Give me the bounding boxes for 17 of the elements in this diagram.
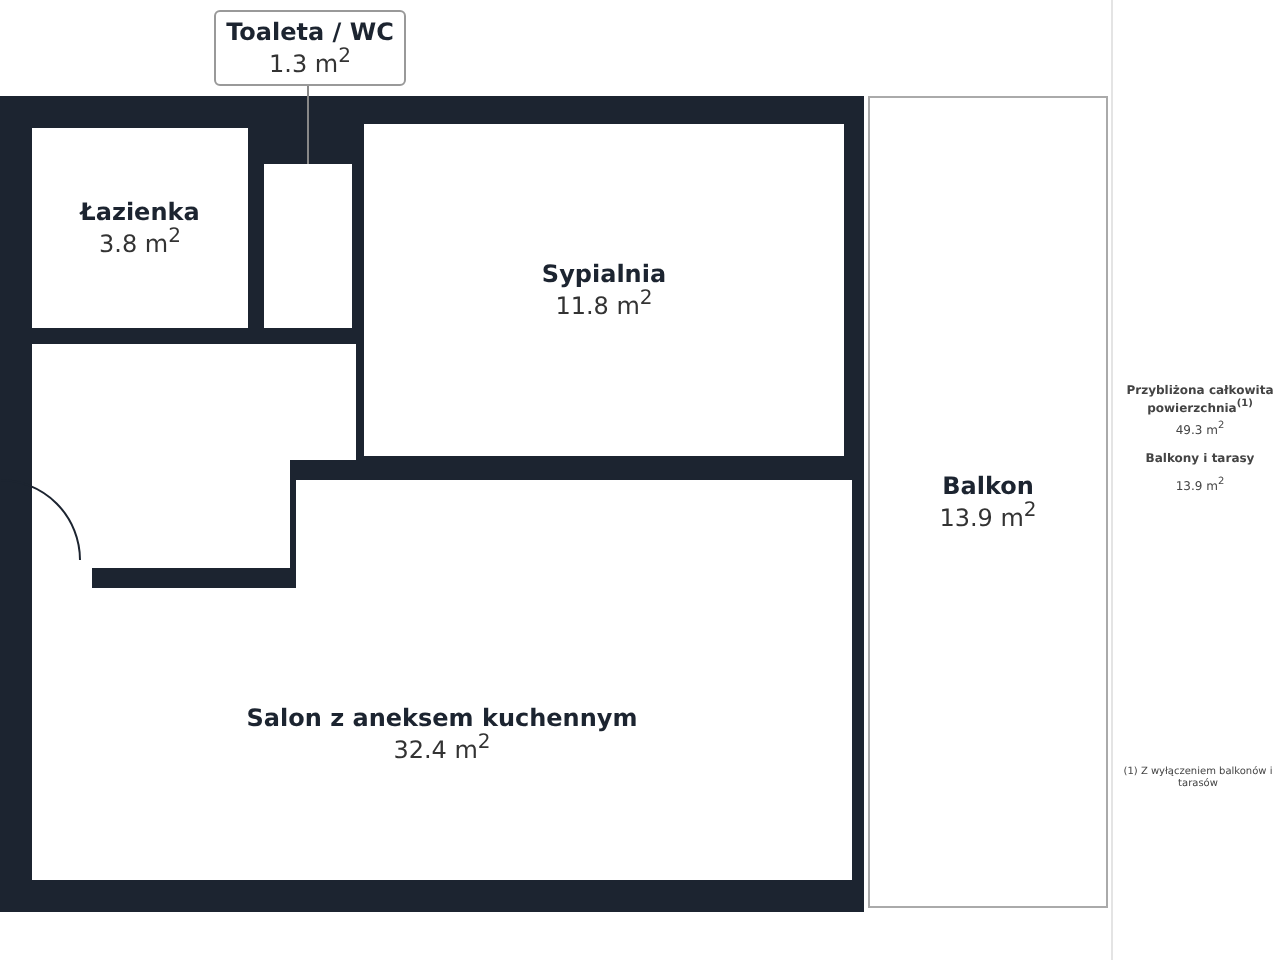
room-name: Sypialnia — [541, 260, 667, 288]
balcony — [868, 96, 1108, 908]
leader-line — [307, 85, 309, 165]
callout-area: 1.3 m$^{2}$ — [269, 46, 351, 78]
room-area: 3.8 m$^{2}$ — [99, 226, 181, 258]
room — [364, 124, 844, 456]
callout-title: Toaleta / WC — [226, 18, 394, 46]
room-name: Balkon — [942, 472, 1034, 500]
room — [32, 128, 248, 328]
room-name: Łazienka — [80, 198, 200, 226]
callout-box — [214, 10, 406, 86]
room-name: Salon z aneksem kuchennym — [246, 704, 638, 732]
room — [32, 588, 852, 880]
room — [264, 164, 352, 328]
room-area: 13.9 m$^{2}$ — [939, 500, 1037, 532]
room-area: 32.4 m$^{2}$ — [393, 732, 491, 764]
room-area: 11.8 m$^{2}$ — [555, 288, 653, 320]
